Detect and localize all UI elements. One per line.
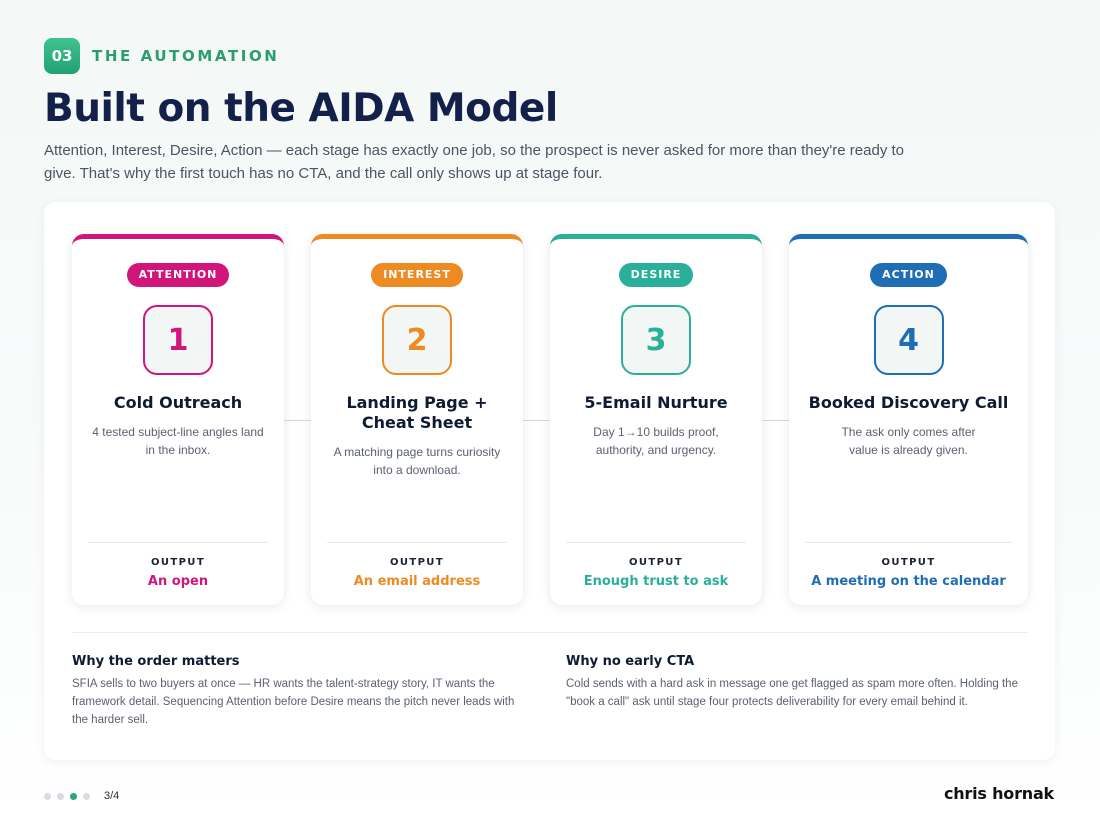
stage-title: Cold Outreach <box>113 393 243 412</box>
stage-card-interest: INTEREST 2 Landing Page + Cheat Sheet A … <box>311 234 523 605</box>
note-order: Why the order matters SFIA sells to two … <box>72 654 532 729</box>
stage-output: OUTPUT Enough trust to ask <box>566 542 746 589</box>
section-number-badge: 03 <box>44 38 80 74</box>
page-indicator: 3/4 <box>104 790 120 802</box>
page-dot[interactable] <box>57 792 64 800</box>
stage-number: 1 <box>143 305 213 375</box>
stage-description: A matching page turns curiosity into a d… <box>333 445 501 477</box>
output-value: An open <box>147 574 209 589</box>
section-divider <box>72 632 1027 633</box>
output-value: A meeting on the calendar <box>811 574 1006 589</box>
output-value: Enough trust to ask <box>583 574 729 589</box>
aida-panel: ATTENTION 1 Cold Outreach 4 tested subje… <box>44 202 1055 760</box>
stage-title: 5-Email Nurture <box>584 393 728 412</box>
stage-card-action: ACTION 4 Booked Discovery Call The ask o… <box>789 234 1028 605</box>
stage-card-desire: DESIRE 3 5-Email Nurture Day 1→10 builds… <box>550 234 762 605</box>
note-heading: Why no early CTA <box>566 654 695 669</box>
stage-number: 4 <box>873 305 944 375</box>
output-value: An email address <box>353 574 481 589</box>
stage-connector <box>523 420 550 421</box>
slide-pagination: 3/4 <box>44 790 119 802</box>
output-label: OUTPUT <box>628 557 684 568</box>
stage-card-attention: ATTENTION 1 Cold Outreach 4 tested subje… <box>72 234 284 605</box>
stage-title: Booked Discovery Call <box>808 393 1009 412</box>
stage-output: OUTPUT A meeting on the calendar <box>805 542 1012 589</box>
stage-description: 4 tested subject-line angles land in the… <box>92 425 264 457</box>
output-label: OUTPUT <box>881 557 936 568</box>
output-label: OUTPUT <box>389 557 445 568</box>
stage-output: OUTPUT An open <box>88 542 268 589</box>
page-dot[interactable] <box>83 792 90 800</box>
stage-description: The ask only comes after value is alread… <box>841 425 976 457</box>
page-dot-active[interactable] <box>70 792 77 800</box>
slide-header: 03 THE AUTOMATION Built on the AIDA Mode… <box>44 38 1054 185</box>
stage-pill: ATTENTION <box>126 263 230 287</box>
page-title: Built on the AIDA Model <box>44 86 558 131</box>
stage-connector <box>284 420 311 421</box>
section-label: THE AUTOMATION <box>92 47 280 65</box>
stage-number: 2 <box>382 305 452 375</box>
stage-pill: INTEREST <box>371 263 463 287</box>
note-body: Cold sends with a hard ask in message on… <box>566 678 1018 708</box>
note-cta: Why no early CTA Cold sends with a hard … <box>566 654 1031 711</box>
stage-title: Landing Page + Cheat Sheet <box>346 393 488 432</box>
brand-logo: chris hornak <box>943 784 1054 803</box>
stage-pill: DESIRE <box>618 263 694 287</box>
section-eyebrow: 03 THE AUTOMATION <box>44 38 1054 74</box>
stage-description: Day 1→10 builds proof, authority, and ur… <box>593 425 719 457</box>
output-label: OUTPUT <box>150 557 206 568</box>
stage-number: 3 <box>621 305 691 375</box>
stage-connector <box>762 420 789 421</box>
stage-output: OUTPUT An email address <box>327 542 507 589</box>
page-subtitle: Attention, Interest, Desire, Action — ea… <box>44 142 904 182</box>
note-heading: Why the order matters <box>72 654 240 669</box>
note-body: SFIA sells to two buyers at once — HR wa… <box>72 678 515 726</box>
stage-pill: ACTION <box>870 263 947 287</box>
page-dot[interactable] <box>44 792 51 800</box>
